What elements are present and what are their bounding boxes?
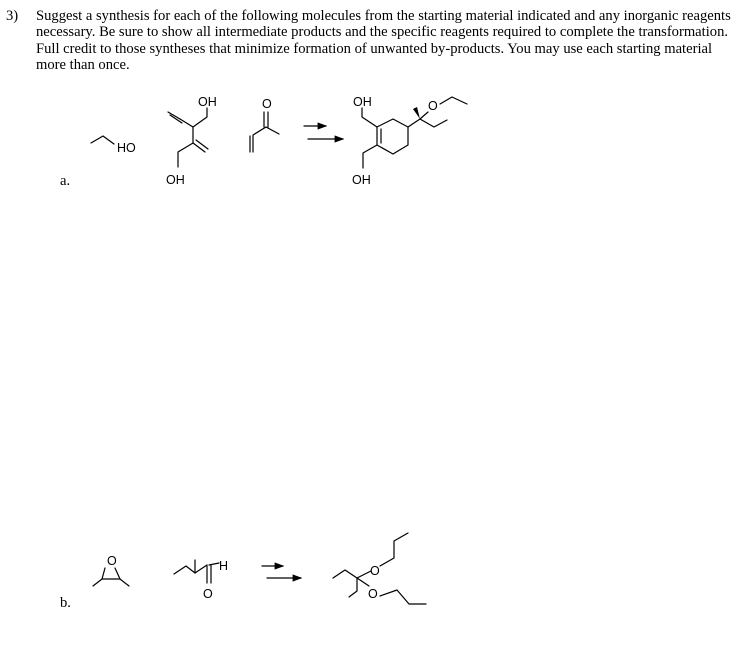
- epoxide-structure: O: [92, 554, 130, 587]
- ethanol-structure: HO: [90, 135, 136, 155]
- acrolein-o-label: O: [262, 97, 272, 111]
- diene-diol-oh-bottom: OH: [166, 173, 185, 187]
- product-a-ether-o: O: [428, 99, 438, 113]
- aldehyde-o-label: O: [203, 587, 213, 601]
- product-a-oh-top: OH: [353, 95, 372, 109]
- acrolein-structure: O: [249, 97, 280, 153]
- part-b-label: b.: [60, 595, 71, 611]
- epoxide-o-label: O: [107, 554, 117, 568]
- aldehyde-structure: H O: [173, 559, 228, 601]
- diene-diol-oh-top: OH: [198, 95, 217, 109]
- aldehyde-h-label: H: [219, 559, 228, 573]
- product-a-wedge: [413, 107, 420, 119]
- product-b-o-upper: O: [370, 564, 380, 578]
- question-number: 3): [6, 8, 19, 24]
- product-a-oh-bottom: OH: [352, 173, 371, 187]
- question-text: Suggest a synthesis for each of the foll…: [36, 8, 731, 74]
- part-a-label: a.: [60, 173, 71, 189]
- product-b-o-lower: O: [368, 587, 378, 601]
- target-product-b-structure: O O: [332, 532, 427, 605]
- diene-diol-structure: OH OH: [166, 95, 217, 187]
- question-block: 3) Suggest a synthesis for each of the f…: [6, 8, 732, 74]
- target-product-a-structure: OH OH O: [352, 95, 468, 187]
- ethanol-oh-label: HO: [117, 141, 136, 155]
